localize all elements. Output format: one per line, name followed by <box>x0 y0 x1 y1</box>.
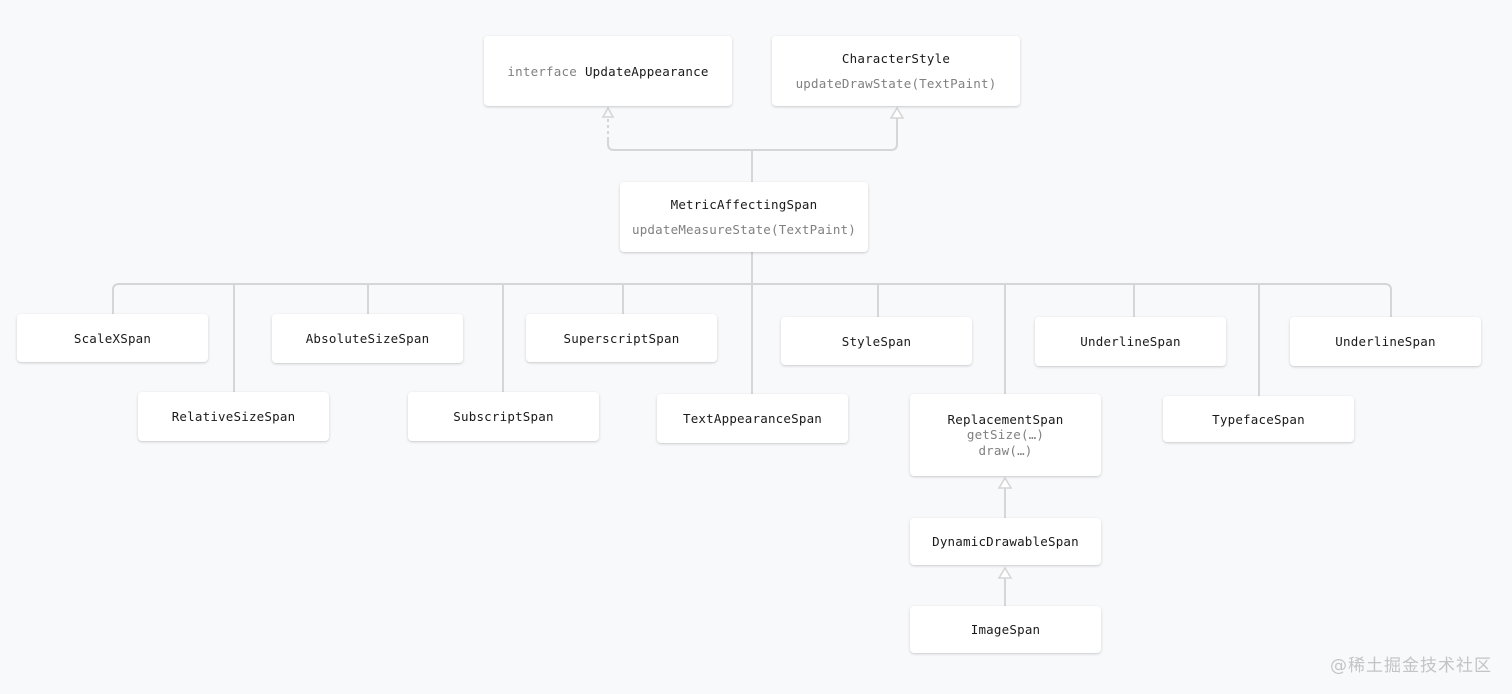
arrowhead-character-style <box>889 106 905 119</box>
node-image-span: ImageSpan <box>910 606 1101 653</box>
node-title: UnderlineSpan <box>1080 334 1181 349</box>
node-character-style: CharacterStyle updateDrawState(TextPaint… <box>772 36 1020 106</box>
node-method: updateDrawState(TextPaint) <box>795 76 997 91</box>
node-superscript-span: SuperscriptSpan <box>526 314 717 362</box>
node-title: AbsoluteSizeSpan <box>305 331 430 346</box>
node-title: SuperscriptSpan <box>563 330 680 346</box>
connector-to-character-style <box>752 118 898 151</box>
connector-to-update-appearance <box>607 140 752 151</box>
arrowhead-replacement <box>997 476 1013 489</box>
node-method: updateMeasureState(TextPaint) <box>631 222 857 237</box>
watermark: @稀土掘金技术社区 <box>1330 656 1492 676</box>
node-subscript-span: SubscriptSpan <box>408 392 599 441</box>
node-absolute-size-span: AbsoluteSizeSpan <box>272 314 463 363</box>
node-title: ScaleXSpan <box>73 330 152 346</box>
node-scale-x-span: ScaleXSpan <box>17 314 208 362</box>
node-update-appearance: interface UpdateAppearance <box>484 36 732 106</box>
node-title: MetricAffectingSpan <box>670 197 818 212</box>
node-style-span: StyleSpan <box>781 317 972 365</box>
node-title: TypefaceSpan <box>1212 411 1305 427</box>
node-title: CharacterStyle <box>841 51 951 66</box>
node-typeface-span: TypefaceSpan <box>1163 396 1354 442</box>
node-relative-size-span: RelativeSizeSpan <box>138 392 329 441</box>
node-title: StyleSpan <box>841 333 912 349</box>
node-underline-span-1: UnderlineSpan <box>1035 317 1226 366</box>
node-method: draw(…) <box>978 442 1033 458</box>
node-dynamic-drawable-span: DynamicDrawableSpan <box>910 518 1101 565</box>
node-replacement-span: ReplacementSpan getSize(…) draw(…) <box>910 394 1101 476</box>
node-title: SubscriptSpan <box>453 409 554 424</box>
node-title: ImageSpan <box>970 622 1041 637</box>
node-title: UnderlineSpan <box>1335 334 1436 349</box>
arrowhead-update-appearance <box>601 106 615 118</box>
node-text-appearance-span: TextAppearanceSpan <box>657 394 848 443</box>
node-metric-affecting-span: MetricAffectingSpan updateMeasureState(T… <box>620 182 868 252</box>
node-title: UpdateAppearance <box>584 63 709 79</box>
interface-keyword: interface <box>507 63 577 79</box>
node-title: TextAppearanceSpan <box>682 411 823 426</box>
node-title: RelativeSizeSpan <box>171 409 296 424</box>
node-title: ReplacementSpan <box>947 411 1064 427</box>
node-method: getSize(…) <box>966 426 1045 442</box>
node-title: DynamicDrawableSpan <box>932 534 1079 549</box>
node-underline-span-2: UnderlineSpan <box>1290 317 1481 366</box>
arrowhead-dynamic <box>997 566 1013 579</box>
